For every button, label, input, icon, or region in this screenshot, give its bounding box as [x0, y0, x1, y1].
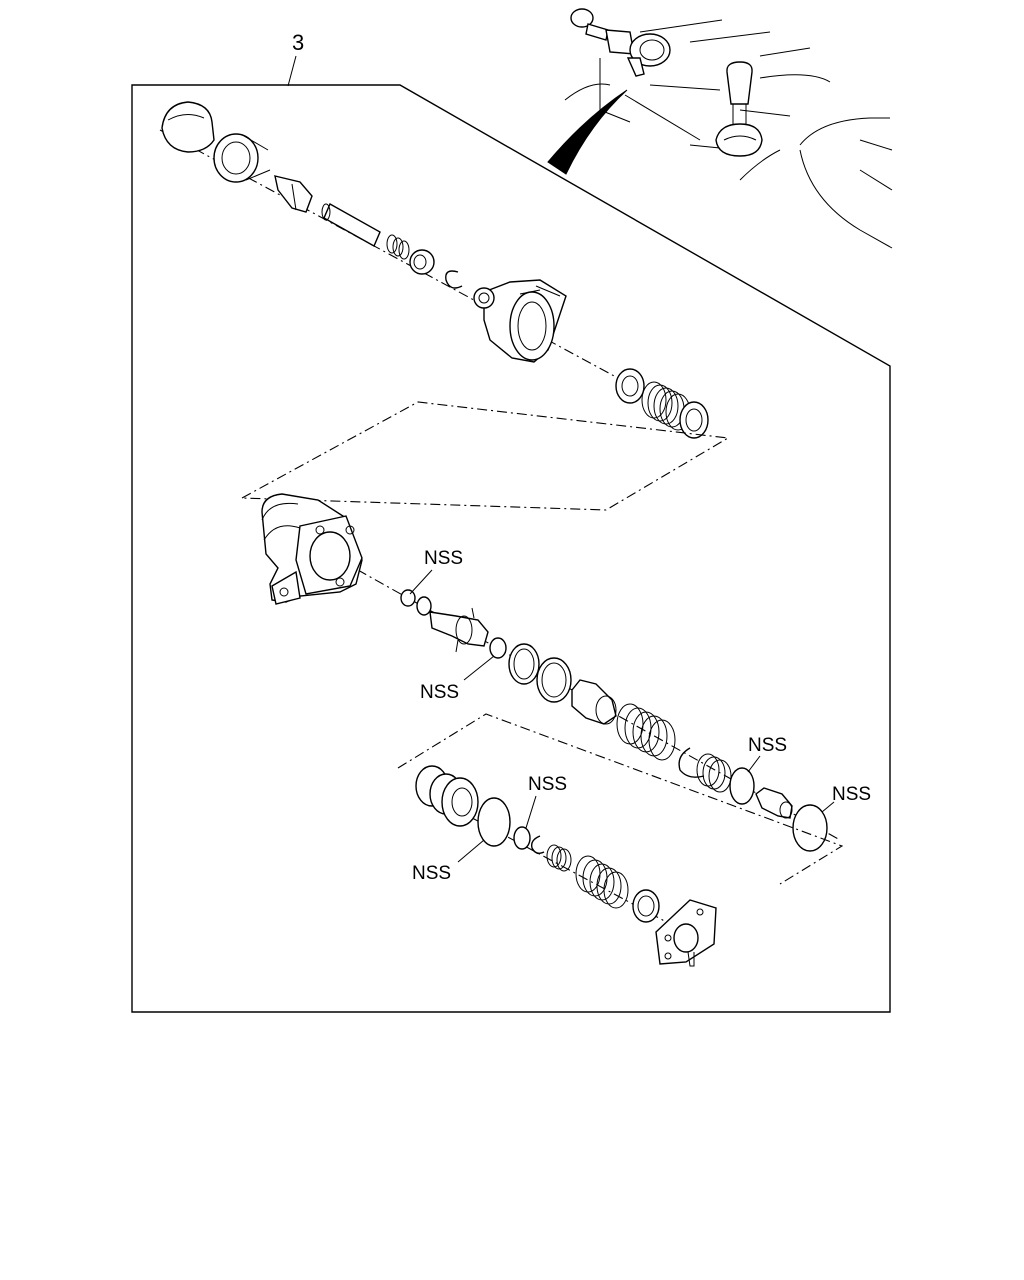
- snap-ring-middle: [678, 747, 705, 778]
- c-clip-part: [445, 270, 463, 289]
- plug-middle-part: [755, 787, 793, 819]
- ring-large-2: [536, 657, 572, 703]
- spring-large-bottom: [575, 855, 629, 909]
- detail-arrow: [547, 89, 628, 175]
- nss-text: NSS: [420, 682, 459, 703]
- plunger-part: [274, 175, 313, 213]
- washer-top-right: [679, 401, 709, 439]
- o-ring-large-right: [792, 804, 828, 852]
- washer-top-left: [615, 368, 645, 404]
- c-clip-bottom: [530, 835, 545, 855]
- callout-number: 3: [292, 30, 304, 55]
- nss-text: NSS: [424, 548, 463, 569]
- collar-part: [409, 249, 435, 275]
- nss-label-3: NSS: [747, 735, 787, 773]
- pin-part: [321, 203, 381, 247]
- nss-label-4: NSS: [821, 784, 871, 813]
- washer-bottom: [632, 889, 660, 923]
- o-ring-middle-right: [729, 767, 755, 805]
- assembly-frame: [131, 84, 891, 1013]
- nss-text: NSS: [832, 784, 871, 805]
- housing-top-part: [473, 279, 567, 363]
- nss-label-5: NSS: [525, 774, 567, 829]
- small-spring-top: [386, 234, 410, 260]
- nss-text: NSS: [412, 863, 451, 884]
- o-ring-bottom-small: [513, 826, 531, 850]
- knob-part: [161, 101, 215, 153]
- o-ring-bottom-large: [477, 797, 511, 847]
- piston-bottom-part: [415, 765, 479, 827]
- subgroup-bracket-1: [239, 401, 730, 511]
- axis-line-top: [159, 129, 641, 391]
- valve-stem-part: [429, 607, 489, 653]
- nss-text: NSS: [528, 774, 567, 795]
- ring-large-1: [508, 643, 540, 685]
- nss-label-1: NSS: [409, 548, 463, 595]
- end-cover-part: [655, 899, 717, 967]
- callout-leader: [287, 55, 297, 87]
- washer-small-1: [416, 596, 432, 616]
- nss-label-2: NSS: [420, 655, 495, 703]
- spring-small-bottom: [546, 844, 572, 872]
- vehicle-context-illustration: [547, 8, 893, 249]
- o-ring-small-2: [489, 637, 507, 659]
- main-housing-part: [261, 493, 363, 605]
- spring-middle-part: [616, 703, 676, 761]
- o-ring-small-1: [400, 589, 416, 607]
- spring-small-middle: [696, 753, 732, 793]
- nss-label-6: NSS: [412, 839, 485, 884]
- nss-text: NSS: [748, 735, 787, 756]
- boot-part: [213, 133, 271, 183]
- piston-middle-part: [571, 679, 617, 725]
